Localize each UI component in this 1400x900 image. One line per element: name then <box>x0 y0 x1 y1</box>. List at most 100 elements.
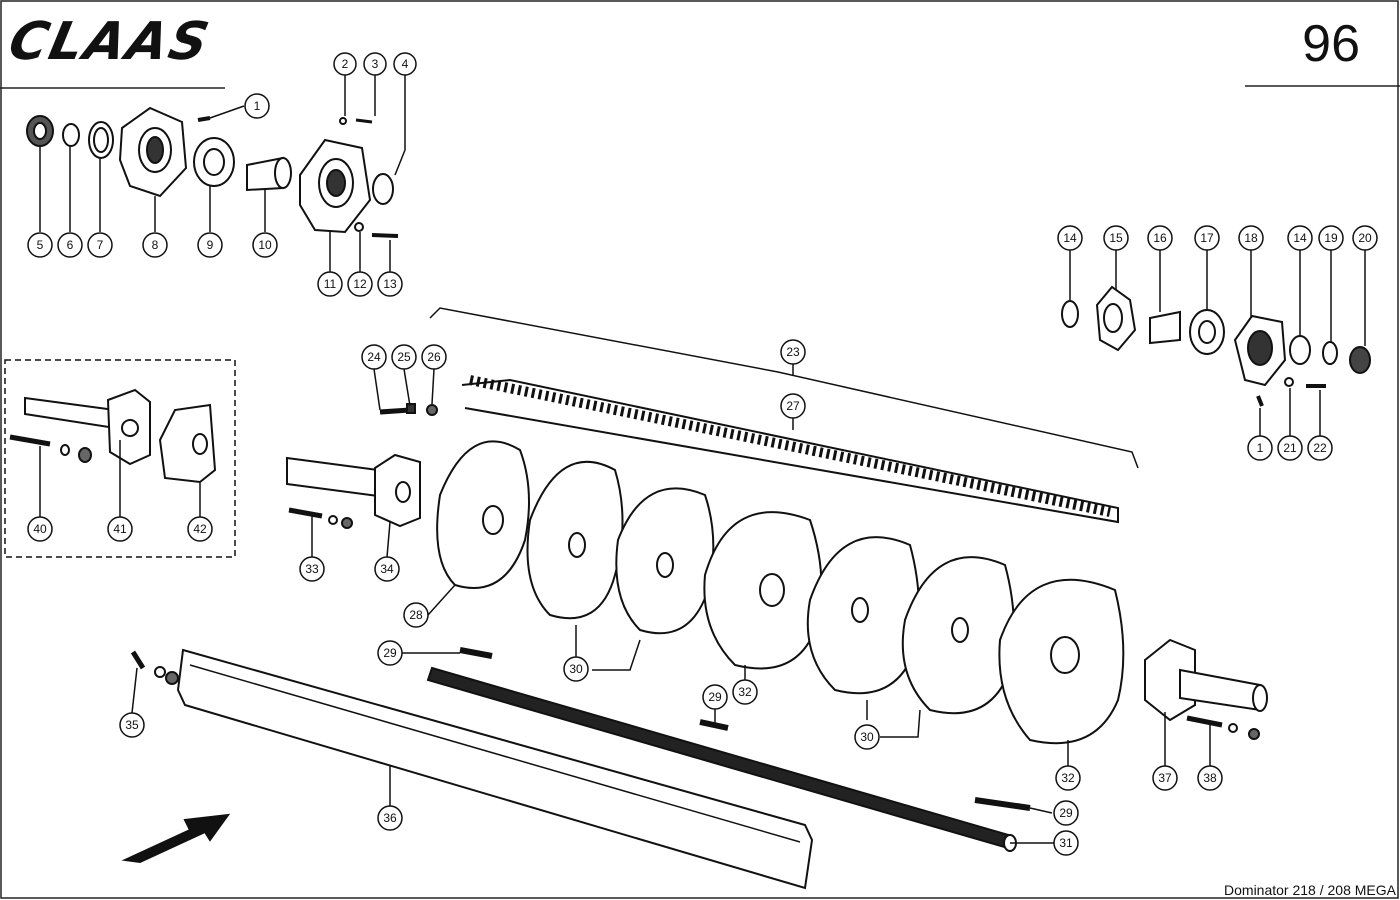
callout-markers: 1 2 3 4 5 6 7 8 9 10 11 12 13 14 15 16 1… <box>27 52 1378 856</box>
callout-2: 2 <box>333 52 357 76</box>
svg-text:1: 1 <box>1257 441 1264 455</box>
callout-10: 10 <box>252 232 278 258</box>
callout-23: 23 <box>780 339 806 365</box>
svg-text:26: 26 <box>427 350 441 364</box>
callout-41: 41 <box>107 516 133 542</box>
callout-29b: 29 <box>702 684 728 710</box>
svg-text:23: 23 <box>786 345 800 359</box>
callout-38: 38 <box>1197 765 1223 791</box>
svg-text:33: 33 <box>305 562 319 576</box>
callout-40: 40 <box>27 516 53 542</box>
callout-1b: 1 <box>1247 435 1273 461</box>
svg-text:29: 29 <box>708 690 722 704</box>
callout-11: 11 <box>317 271 343 297</box>
svg-text:42: 42 <box>193 522 207 536</box>
callout-21: 21 <box>1277 435 1303 461</box>
svg-text:3: 3 <box>372 57 379 71</box>
callout-32b: 32 <box>1055 765 1081 791</box>
drive-shaft-assembly <box>9 388 217 484</box>
callout-9: 9 <box>197 232 223 258</box>
inset-box <box>4 359 236 558</box>
svg-text:13: 13 <box>383 277 397 291</box>
svg-text:29: 29 <box>383 646 397 660</box>
svg-text:19: 19 <box>1324 231 1338 245</box>
callout-15: 15 <box>1103 225 1129 251</box>
callout-1: 1 <box>244 93 270 119</box>
svg-text:40: 40 <box>33 522 47 536</box>
callout-26: 26 <box>421 344 447 370</box>
svg-text:20: 20 <box>1358 231 1372 245</box>
callout-14b: 14 <box>1287 225 1313 251</box>
callout-36: 36 <box>377 805 403 831</box>
svg-text:22: 22 <box>1313 441 1327 455</box>
rotor-shaft-right <box>1144 638 1268 740</box>
callout-13: 13 <box>377 271 403 297</box>
callout-6: 6 <box>57 232 83 258</box>
leader-lines <box>39 75 1366 844</box>
left-bearing-assembly <box>26 106 399 238</box>
rotor-discs <box>436 440 1125 745</box>
svg-text:35: 35 <box>125 718 139 732</box>
lower-parts <box>121 647 1031 890</box>
svg-text:17: 17 <box>1200 231 1214 245</box>
svg-text:10: 10 <box>258 238 272 252</box>
svg-text:41: 41 <box>113 522 127 536</box>
svg-text:37: 37 <box>1158 771 1172 785</box>
callout-32a: 32 <box>732 679 758 705</box>
callout-8: 8 <box>142 232 168 258</box>
svg-text:31: 31 <box>1059 836 1073 850</box>
callout-29c: 29 <box>1053 800 1079 826</box>
svg-text:32: 32 <box>1061 771 1075 785</box>
callout-20: 20 <box>1352 225 1378 251</box>
rotor-shaft-left <box>286 403 438 529</box>
svg-text:11: 11 <box>324 277 337 291</box>
callout-14a: 14 <box>1057 225 1083 251</box>
callout-42: 42 <box>187 516 213 542</box>
svg-text:21: 21 <box>1283 441 1297 455</box>
svg-text:12: 12 <box>353 277 367 291</box>
svg-text:34: 34 <box>380 562 394 576</box>
page-number: 96 <box>1302 15 1360 73</box>
callout-31: 31 <box>1053 830 1079 856</box>
callout-4: 4 <box>393 52 417 76</box>
svg-text:36: 36 <box>383 811 397 825</box>
callout-33: 33 <box>299 556 325 582</box>
svg-text:14: 14 <box>1293 231 1307 245</box>
svg-text:30: 30 <box>569 662 583 676</box>
callout-37: 37 <box>1152 765 1178 791</box>
callout-5: 5 <box>27 232 53 258</box>
callout-30c: 30 <box>854 724 880 750</box>
svg-text:1: 1 <box>254 99 261 113</box>
callout-27: 27 <box>780 393 806 419</box>
callout-28: 28 <box>403 602 429 628</box>
svg-text:30: 30 <box>860 730 874 744</box>
svg-text:28: 28 <box>409 608 423 622</box>
right-bearing-assembly <box>1061 285 1371 407</box>
svg-text:6: 6 <box>67 238 74 252</box>
svg-text:2: 2 <box>342 57 349 71</box>
model-label: Dominator 218 / 208 MEGA <box>1224 882 1396 898</box>
callout-30a: 30 <box>563 656 589 682</box>
svg-text:7: 7 <box>97 238 104 252</box>
svg-text:8: 8 <box>152 238 159 252</box>
callout-22: 22 <box>1307 435 1333 461</box>
svg-text:15: 15 <box>1109 231 1123 245</box>
svg-text:29: 29 <box>1059 806 1073 820</box>
callout-35: 35 <box>119 712 145 738</box>
rack-bar <box>461 375 1119 524</box>
callout-12: 12 <box>347 271 373 297</box>
callout-3: 3 <box>363 52 387 76</box>
svg-text:18: 18 <box>1244 231 1258 245</box>
callout-16: 16 <box>1147 225 1173 251</box>
callout-17: 17 <box>1194 225 1220 251</box>
svg-text:9: 9 <box>207 238 214 252</box>
callout-19: 19 <box>1318 225 1344 251</box>
svg-text:24: 24 <box>367 350 381 364</box>
svg-text:32: 32 <box>738 685 752 699</box>
callout-7: 7 <box>87 232 113 258</box>
callout-34: 34 <box>374 556 400 582</box>
svg-text:4: 4 <box>402 57 409 71</box>
callout-18: 18 <box>1238 225 1264 251</box>
